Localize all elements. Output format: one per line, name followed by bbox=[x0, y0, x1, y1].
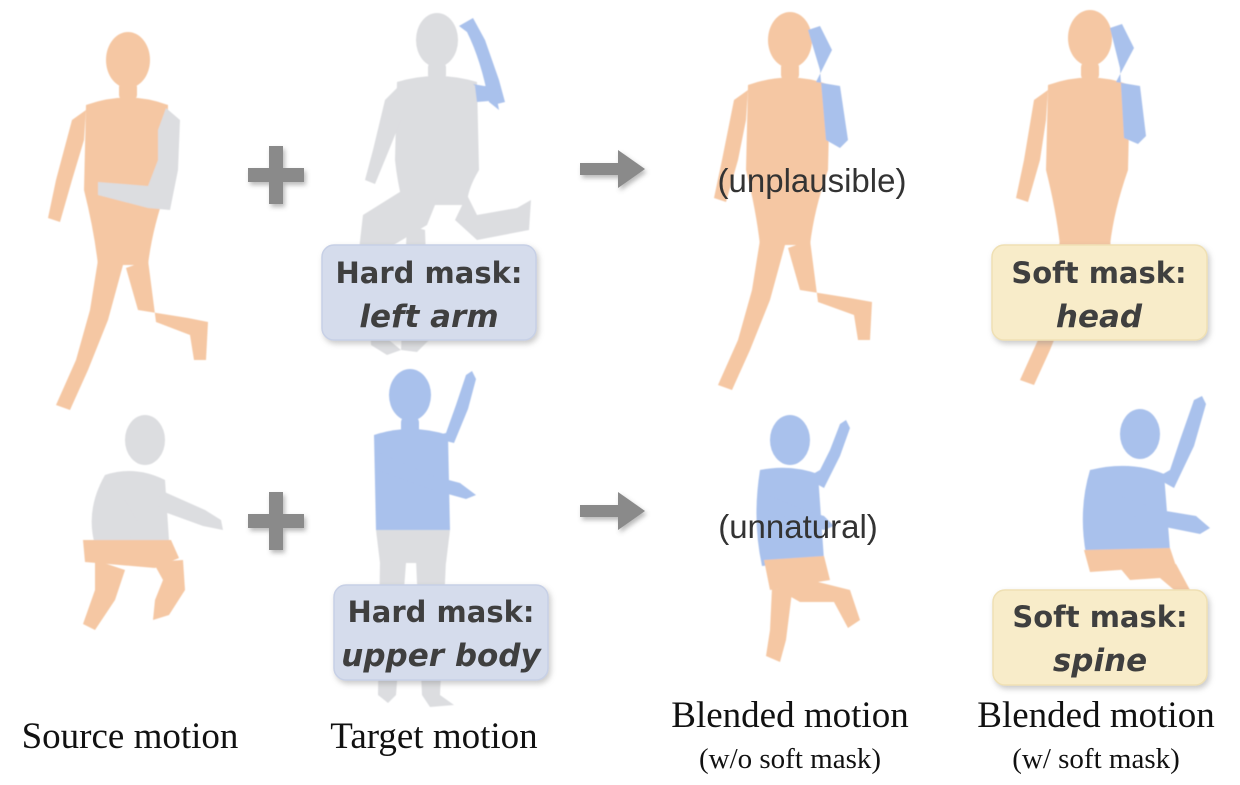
hard-mask-title-row2: Hard mask: bbox=[348, 595, 535, 629]
caption-source: Source motion bbox=[22, 716, 239, 757]
arrow-right-icon-row2 bbox=[580, 492, 645, 530]
caption-target: Target motion bbox=[330, 716, 537, 757]
blended-figure-row1 bbox=[714, 12, 872, 390]
note-row2: (unnatural) bbox=[718, 508, 878, 545]
hard-mask-value-row1: left arm bbox=[359, 299, 498, 335]
source-figure-row1 bbox=[48, 32, 208, 410]
soft-mask-value-row1: head bbox=[1056, 299, 1143, 335]
hard-mask-title-row1: Hard mask: bbox=[336, 256, 523, 290]
soft-mask-value-row2: spine bbox=[1053, 643, 1147, 679]
blended-soft-figure-row2 bbox=[1082, 396, 1210, 595]
caption-blended-soft: Blended motion bbox=[977, 695, 1214, 736]
soft-mask-title-row2: Soft mask: bbox=[1012, 600, 1187, 634]
caption-blended-soft-sub: (w/ soft mask) bbox=[1012, 743, 1180, 775]
soft-mask-box-row2: Soft mask: spine bbox=[992, 589, 1208, 686]
soft-mask-box-row1: Soft mask: head bbox=[991, 244, 1208, 341]
plus-icon-row2 bbox=[248, 492, 304, 550]
hard-mask-box-row2: Hard mask: upper body bbox=[333, 584, 549, 681]
caption-blended-no-soft-sub: (w/o soft mask) bbox=[699, 743, 881, 775]
blended-figure-row2 bbox=[756, 415, 860, 662]
note-row1: (unplausible) bbox=[718, 162, 907, 199]
hard-mask-value-row2: upper body bbox=[341, 638, 542, 674]
hard-mask-box-row1: Hard mask: left arm bbox=[321, 244, 537, 341]
plus-icon-row1 bbox=[248, 146, 304, 204]
arrow-right-icon-row1 bbox=[580, 150, 645, 188]
soft-mask-title-row1: Soft mask: bbox=[1011, 256, 1186, 290]
caption-blended-no-soft: Blended motion bbox=[671, 695, 908, 736]
source-figure-row2 bbox=[83, 415, 223, 630]
